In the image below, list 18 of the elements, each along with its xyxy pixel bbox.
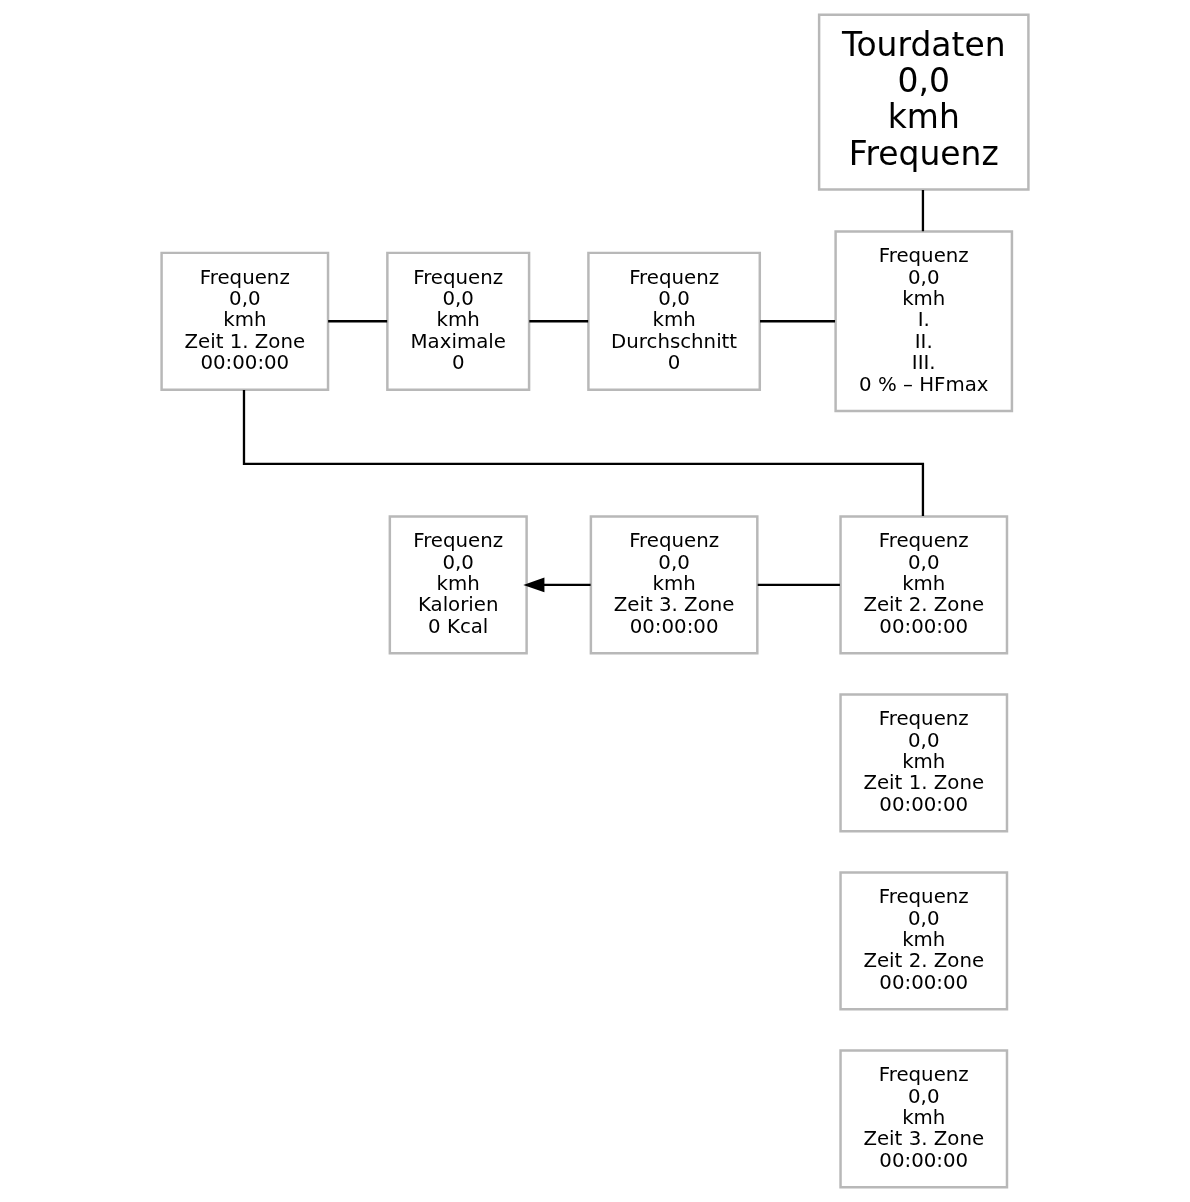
connector <box>921 189 925 232</box>
node-box: Frequenz 0,0 kmh I. II. III. 0 % – HFmax <box>834 230 1014 413</box>
connector <box>242 390 925 516</box>
node-box: Frequenz 0,0 kmh Zeit 3. Zone 00:00:00 <box>589 515 759 655</box>
node-box: Frequenz 0,0 kmh Zeit 1. Zone 00:00:00 <box>160 251 330 391</box>
node-box: Frequenz 0,0 kmh Maximale 0 <box>386 251 531 391</box>
node-box: Tourdaten 0,0 kmh Frequenz <box>817 13 1030 191</box>
node-box: Frequenz 0,0 kmh Kalorien 0 Kcal <box>388 515 528 655</box>
connector <box>760 320 836 323</box>
node-box: Frequenz 0,0 kmh Zeit 3. Zone 00:00:00 <box>839 1049 1009 1189</box>
node-box: Frequenz 0,0 kmh Zeit 2. Zone 00:00:00 <box>839 515 1009 655</box>
connector <box>529 320 589 323</box>
connector <box>757 583 840 587</box>
arrow <box>523 577 591 593</box>
node-box: Frequenz 0,0 kmh Zeit 1. Zone 00:00:00 <box>839 693 1009 833</box>
connector <box>328 320 388 323</box>
node-box: Frequenz 0,0 kmh Durchschnitt 0 <box>587 251 762 391</box>
node-box: Frequenz 0,0 kmh Zeit 2. Zone 00:00:00 <box>839 871 1009 1011</box>
